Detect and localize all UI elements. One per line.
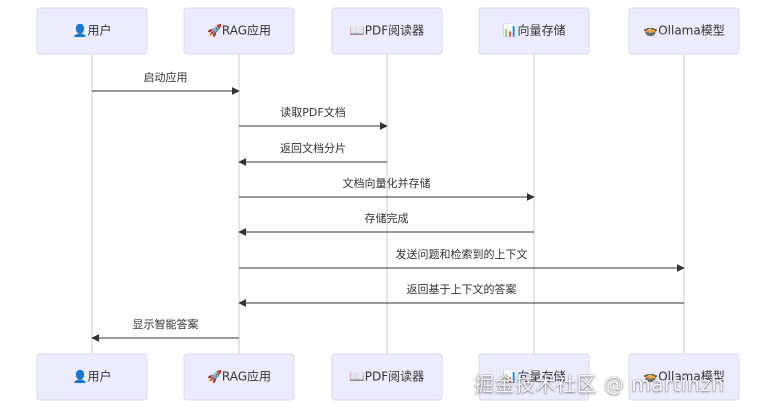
message-label: 读取PDF文档 — [280, 105, 345, 119]
message-1: 启动应用 — [92, 70, 240, 95]
participant-box — [183, 7, 295, 55]
participant-pdf-bottom: 📖PDF阅读器 — [331, 353, 443, 401]
participant-box — [628, 353, 740, 401]
participant-box — [36, 353, 148, 401]
message-label: 存储完成 — [365, 211, 409, 225]
participant-box — [628, 7, 740, 55]
message-3: 返回文档分片 — [238, 141, 387, 166]
participant-vector-bottom: 📊向量存储 — [478, 353, 590, 401]
message-2: 读取PDF文档 — [239, 105, 388, 130]
participant-pdf-top: 📖PDF阅读器 — [331, 7, 443, 55]
participant-rag-top: 🚀RAG应用 — [183, 7, 295, 55]
message-label: 返回基于上下文的答案 — [407, 282, 517, 296]
message-8: 显示智能答案 — [91, 317, 239, 342]
participant-box — [331, 353, 443, 401]
participant-user-top: 👤用户 — [36, 7, 148, 55]
participant-label: 📊向量存储 — [503, 23, 566, 38]
participant-boxes-group: 👤用户 👤用户 🚀RAG应用 🚀RAG应用 📖PDF阅读器 📖PDF阅读器 📊向量存储 📊向量… — [36, 7, 740, 401]
participant-label: 📖PDF阅读器 — [350, 370, 424, 384]
participant-box — [478, 7, 590, 55]
message-label: 显示智能答案 — [133, 317, 199, 331]
message-label: 返回文档分片 — [280, 141, 346, 155]
participant-label: 🍲Ollama模型 — [643, 370, 724, 384]
participant-user-bottom: 👤用户 — [36, 353, 148, 401]
messages-group: 启动应用读取PDF文档返回文档分片文档向量化并存储存储完成发送问题和检索到的上下… — [91, 70, 685, 342]
participant-rag-bottom: 🚀RAG应用 — [183, 353, 295, 401]
participant-label: 🚀RAG应用 — [207, 369, 271, 384]
participant-label: 🚀RAG应用 — [207, 23, 271, 38]
participant-ollama-bottom: 🍲Ollama模型 — [628, 353, 740, 401]
participant-box — [331, 7, 443, 55]
message-label: 文档向量化并存储 — [343, 176, 431, 190]
participant-box — [36, 7, 148, 55]
message-4: 文档向量化并存储 — [239, 176, 535, 201]
participant-label: 👤用户 — [73, 23, 112, 38]
participant-label: 📖PDF阅读器 — [350, 24, 424, 38]
participant-box — [183, 353, 295, 401]
participant-label: 🍲Ollama模型 — [643, 24, 724, 38]
participant-vector-top: 📊向量存储 — [478, 7, 590, 55]
message-label: 启动应用 — [144, 70, 188, 84]
participant-ollama-top: 🍲Ollama模型 — [628, 7, 740, 55]
message-5: 存储完成 — [238, 211, 534, 236]
message-label: 发送问题和检索到的上下文 — [396, 247, 528, 261]
lifelines-group — [91, 54, 685, 354]
message-6: 发送问题和检索到的上下文 — [239, 247, 685, 272]
message-7: 返回基于上下文的答案 — [238, 282, 684, 307]
participant-box — [478, 353, 590, 401]
participant-label: 👤用户 — [73, 369, 112, 384]
participant-label: 📊向量存储 — [503, 369, 566, 384]
